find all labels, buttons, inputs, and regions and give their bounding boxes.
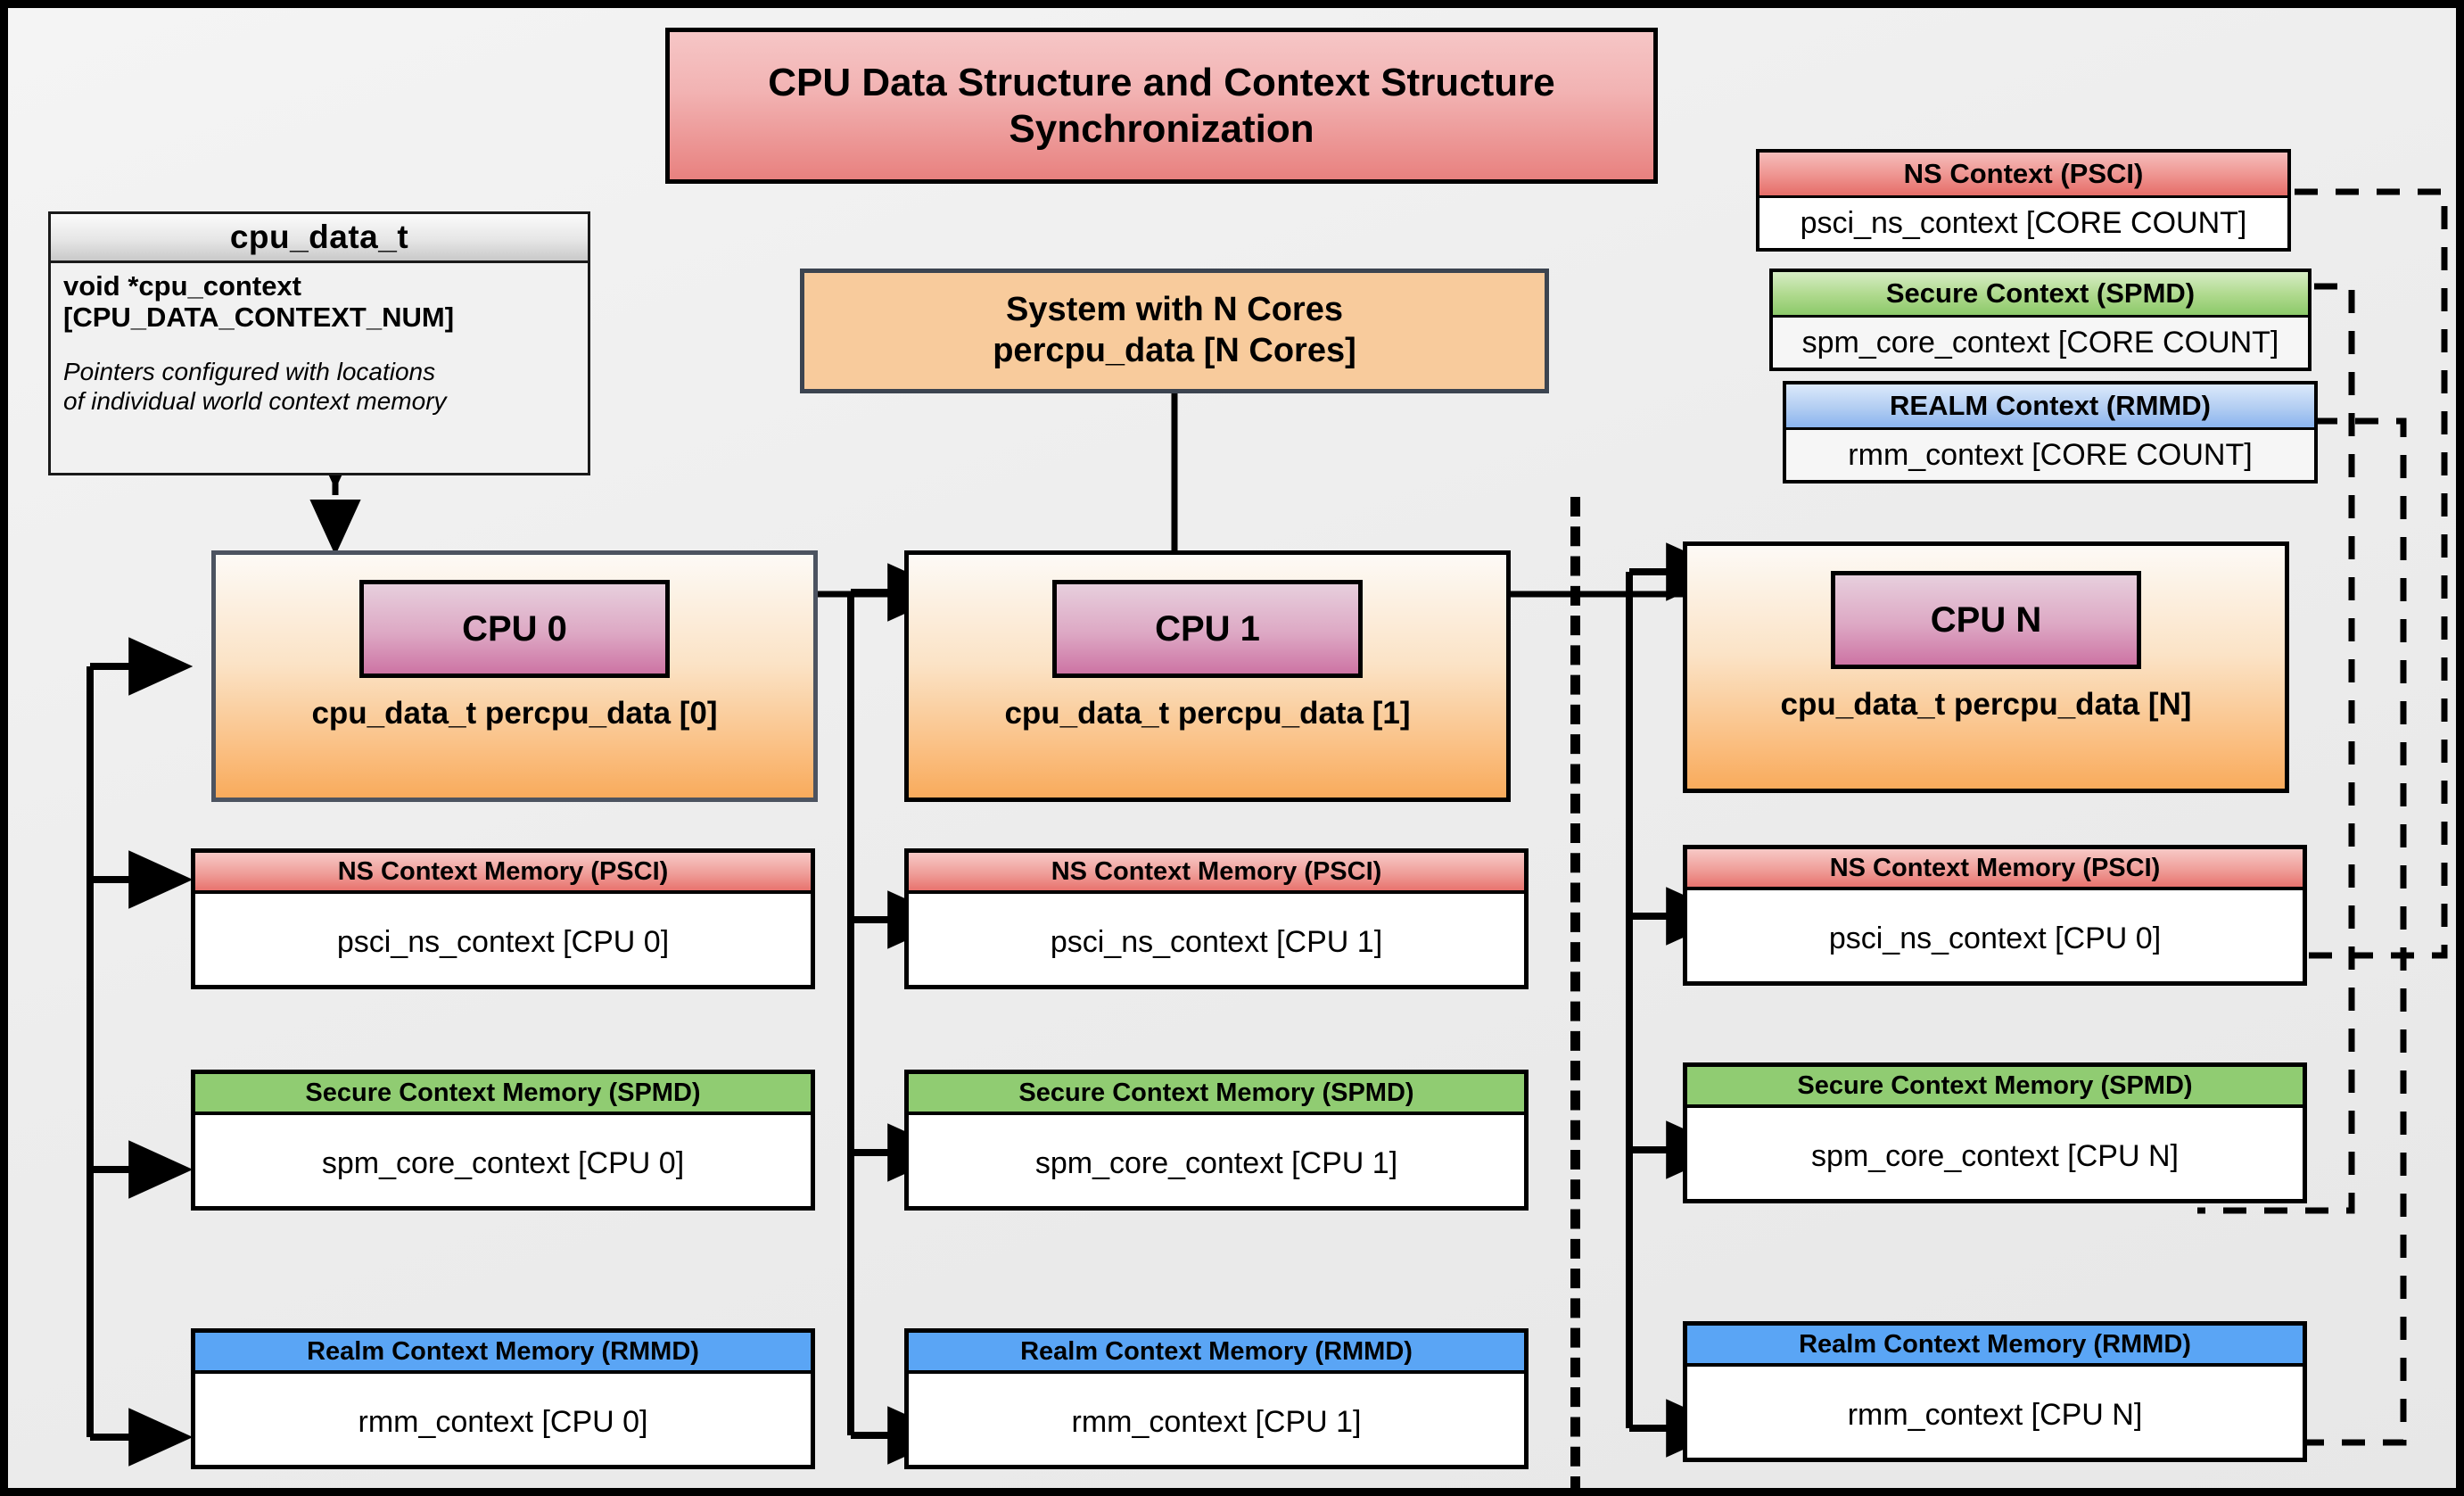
context-box-ns-cpu0: NS Context Memory (PSCI) psci_ns_context… — [191, 848, 815, 989]
context-value-ns-cpun: psci_ns_context [CPU 0] — [1828, 921, 2162, 955]
cpu-percpu-label-n: cpu_data_t percpu_data [N] — [1780, 687, 2192, 722]
legend-secure-header: Secure Context (SPMD) — [1773, 272, 2308, 318]
cpu-data-t-name: cpu_data_t — [51, 214, 588, 263]
legend-to-cpuN-routes — [2155, 188, 2448, 1446]
context-box-secure-cpu1: Secure Context Memory (SPMD) spm_core_co… — [904, 1070, 1529, 1211]
system-line2: percpu_data [N Cores] — [993, 332, 1356, 369]
context-box-realm-cpun: Realm Context Memory (RMMD) rmm_context … — [1683, 1321, 2307, 1462]
context-value-ns-cpu1: psci_ns_context [CPU 1] — [1050, 924, 1383, 959]
context-header-realm-cpu0: Realm Context Memory (RMMD) — [195, 1333, 811, 1374]
context-box-realm-cpu1: Realm Context Memory (RMMD) rmm_context … — [904, 1328, 1529, 1469]
cpu0-pointer-bus — [87, 637, 194, 1467]
context-box-secure-cpun: Secure Context Memory (SPMD) spm_core_co… — [1683, 1062, 2307, 1203]
cpu-data-t-field-line2: [CPU_DATA_CONTEXT_NUM] — [63, 302, 455, 334]
context-header-realm-cpun: Realm Context Memory (RMMD) — [1687, 1326, 2303, 1367]
legend-ns-value: psci_ns_context [CORE COUNT] — [1759, 198, 2287, 248]
context-box-ns-cpun: NS Context Memory (PSCI) psci_ns_context… — [1683, 845, 2307, 986]
context-header-ns-cpun: NS Context Memory (PSCI) — [1687, 849, 2303, 890]
legend-secure-value: spm_core_context [CORE COUNT] — [1773, 318, 2308, 368]
cpu-data-t-note-line1: Pointers configured with locations — [63, 357, 436, 385]
context-header-secure-cpun: Secure Context Memory (SPMD) — [1687, 1067, 2303, 1108]
cpu-card-n: CPU N cpu_data_t percpu_data [N] — [1683, 541, 2289, 793]
cpu-data-t-body: void *cpu_context [CPU_DATA_CONTEXT_NUM]… — [51, 263, 588, 416]
cpu-percpu-label-0: cpu_data_t percpu_data [0] — [311, 696, 718, 731]
legend-realm-header: REALM Context (RMMD) — [1786, 384, 2314, 430]
context-header-realm-cpu1: Realm Context Memory (RMMD) — [909, 1333, 1524, 1374]
cpu-data-t-struct: cpu_data_t void *cpu_context [CPU_DATA_C… — [48, 211, 590, 475]
cpu-data-t-field-line1: void *cpu_context — [63, 270, 301, 302]
cpu-chip-0: CPU 0 — [359, 580, 670, 678]
cpu-card-0: CPU 0 cpu_data_t percpu_data [0] — [211, 550, 818, 802]
context-box-secure-cpu0: Secure Context Memory (SPMD) spm_core_co… — [191, 1070, 815, 1211]
legend-realm-value: rmm_context [CORE COUNT] — [1786, 430, 2314, 480]
legend-realm-context: REALM Context (RMMD) rmm_context [CORE C… — [1783, 381, 2318, 484]
legend-secure-context: Secure Context (SPMD) spm_core_context [… — [1769, 269, 2312, 371]
cpu-chip-1: CPU 1 — [1052, 580, 1363, 678]
cpu-card-1: CPU 1 cpu_data_t percpu_data [1] — [904, 550, 1511, 802]
context-header-ns-cpu1: NS Context Memory (PSCI) — [909, 853, 1524, 894]
context-value-realm-cpu1: rmm_context [CPU 1] — [1071, 1404, 1362, 1439]
cpu-percpu-label-1: cpu_data_t percpu_data [1] — [1004, 696, 1411, 731]
context-value-realm-cpu0: rmm_context [CPU 0] — [358, 1404, 648, 1439]
context-header-secure-cpu1: Secure Context Memory (SPMD) — [909, 1074, 1524, 1115]
context-box-realm-cpu0: Realm Context Memory (RMMD) rmm_context … — [191, 1328, 815, 1469]
section-divider — [1570, 497, 1580, 1488]
context-value-ns-cpu0: psci_ns_context [CPU 0] — [336, 924, 670, 959]
cpu-data-t-note-line2: of individual world context memory — [63, 386, 447, 415]
system-box: System with N Cores percpu_data [N Cores… — [800, 269, 1549, 393]
legend-ns-header: NS Context (PSCI) — [1759, 153, 2287, 198]
context-value-secure-cpun: spm_core_context [CPU N] — [1811, 1138, 2179, 1173]
context-header-secure-cpu0: Secure Context Memory (SPMD) — [195, 1074, 811, 1115]
context-value-secure-cpu0: spm_core_context [CPU 0] — [321, 1145, 685, 1180]
context-value-secure-cpu1: spm_core_context [CPU 1] — [1034, 1145, 1398, 1180]
cpu-chip-n: CPU N — [1831, 571, 2141, 669]
system-line1: System with N Cores — [1005, 291, 1343, 329]
context-value-realm-cpun: rmm_context [CPU N] — [1847, 1397, 2143, 1432]
context-header-ns-cpu0: NS Context Memory (PSCI) — [195, 853, 811, 894]
context-box-ns-cpu1: NS Context Memory (PSCI) psci_ns_context… — [904, 848, 1529, 989]
page-title: CPU Data Structure and Context Structure… — [665, 28, 1658, 184]
legend-ns-context: NS Context (PSCI) psci_ns_context [CORE … — [1756, 149, 2291, 252]
